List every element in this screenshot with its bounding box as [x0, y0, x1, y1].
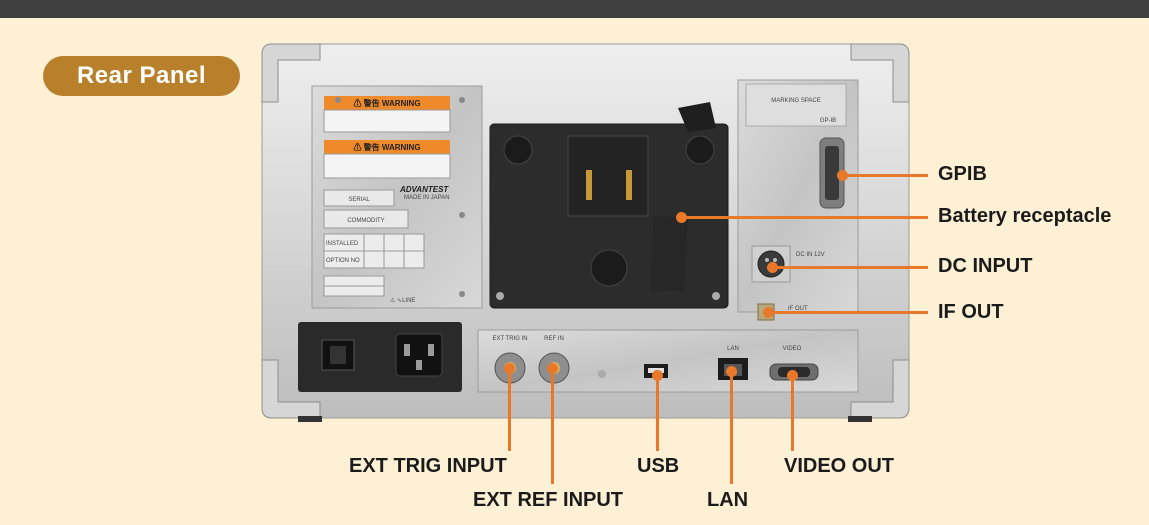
gpib-callout-dot: [837, 170, 848, 181]
usb-callout-line: [656, 376, 659, 451]
gpib-callout-line: [843, 174, 928, 177]
ref-in-small-text: REF IN: [544, 336, 564, 342]
commodity-text: COMMODITY: [347, 218, 384, 224]
battery-latch: [678, 102, 716, 132]
video-out-callout-dot: [787, 370, 798, 381]
ext-ref-callout-dot: [547, 363, 558, 374]
dc-input-callout-line: [773, 266, 928, 269]
ext-trig-label: EXT TRIG INPUT: [349, 455, 507, 477]
dc-input-callout-dot: [767, 262, 778, 273]
device-rear-panel: ⚠ 警告 WARNING ⚠ 警告 WARNING ADVANTEST MADE…: [261, 43, 910, 422]
gpib-small-text: GP-IB: [820, 118, 836, 124]
battery-callout-line: [682, 216, 928, 219]
battery-callout-dot: [676, 212, 687, 223]
lan-callout-dot: [726, 366, 737, 377]
line-text: ⚠ ∿LINE: [390, 297, 415, 304]
lan-callout-line: [730, 372, 733, 484]
video-out-label: VIDEO OUT: [784, 455, 895, 477]
option-no-text: OPTION NO: [326, 258, 360, 264]
battery-label: Battery receptacle: [938, 205, 1112, 227]
installed-text: INSTALLED: [326, 241, 359, 247]
ext-ref-label: EXT REF INPUT: [473, 489, 624, 511]
corner-bumper: [261, 43, 321, 103]
made-in-text: MADE IN JAPAN: [404, 195, 450, 201]
ext-trig-callout-dot: [504, 363, 515, 374]
ifout-small-text: IF OUT: [788, 306, 808, 312]
warning-label-1: [324, 96, 450, 110]
lan-small-text: LAN: [727, 346, 739, 352]
corner-bumper: [261, 359, 321, 419]
brand-text: ADVANTEST: [399, 185, 449, 194]
corner-bumper: [850, 43, 910, 103]
video-small-text: VIDEO: [783, 346, 802, 352]
gpib-label: GPIB: [938, 163, 987, 185]
dc-input-label: DC INPUT: [938, 255, 1033, 277]
usb-callout-dot: [652, 370, 663, 381]
video-out-callout-line: [791, 376, 794, 451]
lan-label: LAN: [707, 489, 749, 511]
battery-pin: [586, 170, 592, 200]
serial-text: SERIAL: [348, 197, 370, 203]
if-out-label: IF OUT: [938, 301, 1004, 323]
corner-bumper: [850, 359, 910, 419]
foot: [848, 416, 872, 422]
io-panel: [477, 329, 859, 393]
marking-space-text: MARKING SPACE: [771, 98, 821, 104]
top-bar: [0, 0, 1149, 18]
usb-label: USB: [637, 455, 680, 477]
battery-mount: [567, 135, 649, 217]
dc-small-text: DC IN 12V: [796, 252, 825, 258]
if-out-callout-dot: [763, 307, 774, 318]
battery-pin: [626, 170, 632, 200]
ext-trig-small-text: EXT TRIG IN: [492, 336, 527, 342]
ext-trig-callout-line: [508, 369, 511, 451]
warning-label-2: [324, 140, 450, 154]
if-out-callout-line: [769, 311, 928, 314]
foot: [298, 416, 322, 422]
warning-1-text: ⚠ 警告 WARNING: [353, 98, 420, 108]
warning-2-text: ⚠ 警告 WARNING: [353, 142, 420, 152]
rear-panel-badge: Rear Panel: [43, 56, 240, 96]
ext-ref-callout-line: [551, 369, 554, 484]
